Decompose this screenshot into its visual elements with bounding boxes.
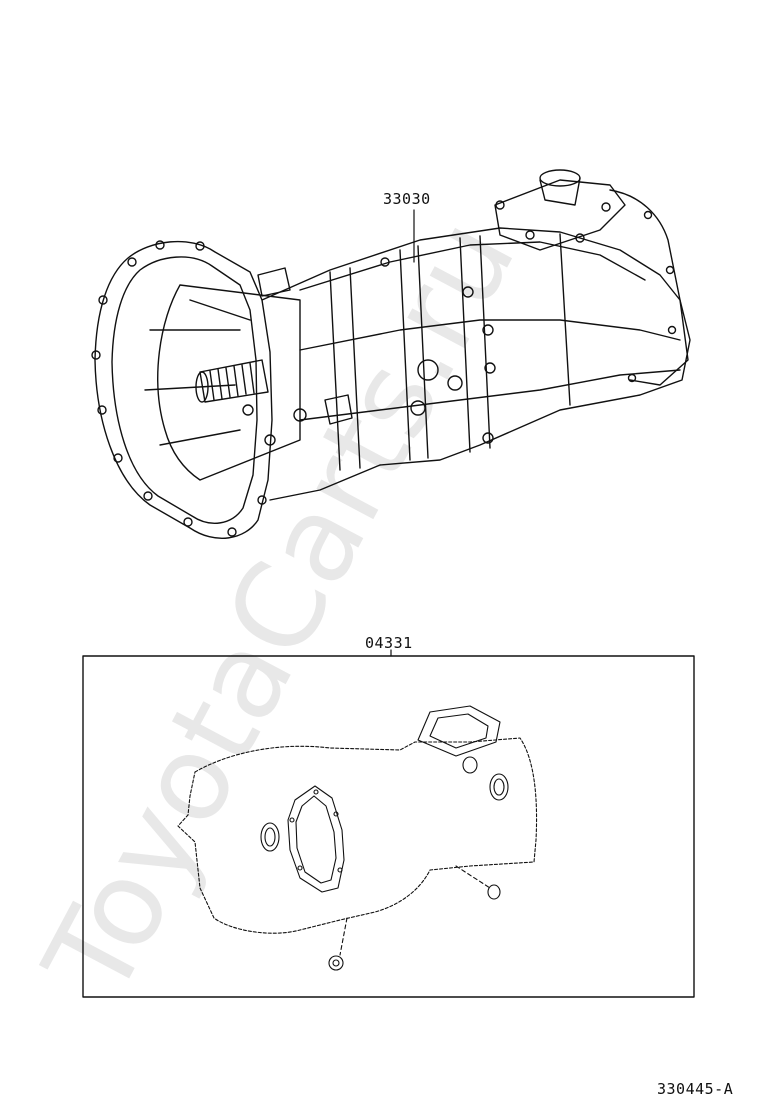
plug-gasket <box>329 956 343 970</box>
case-window <box>258 268 290 296</box>
side-boss <box>294 409 306 421</box>
input-oil-seal <box>261 823 279 851</box>
front-cover-gasket <box>288 786 344 892</box>
flange-bolt <box>99 296 107 304</box>
gasket-bolt-hole <box>314 790 318 794</box>
gasket-bolt-hole <box>290 818 294 822</box>
gasket-kit <box>178 706 537 970</box>
o-ring <box>463 757 477 773</box>
side-boss <box>265 435 275 445</box>
rear-oil-seal-inner <box>494 779 504 795</box>
bell-housing-cone <box>158 285 300 480</box>
side-boss <box>243 405 253 415</box>
flange-bolt <box>128 258 136 266</box>
shaft-end <box>196 372 208 402</box>
side-boss <box>485 363 495 373</box>
shaft-splines <box>210 363 254 400</box>
shift-tower <box>540 178 580 205</box>
flange-bolt <box>156 241 164 249</box>
side-boss <box>483 433 493 443</box>
rear-bolt <box>629 375 636 382</box>
shift-tower-base <box>495 180 625 250</box>
flange-bolt <box>228 528 236 536</box>
drain-plug <box>418 360 438 380</box>
main-case <box>262 228 690 500</box>
fill-plug <box>448 376 462 390</box>
dashed-leader <box>340 918 347 955</box>
case-section-rib <box>560 234 570 405</box>
gasket-kit-frame <box>83 656 694 997</box>
flange-bolt <box>92 351 100 359</box>
callout-33030: 33030 <box>383 190 431 208</box>
flange-bolt <box>98 406 106 414</box>
bell-housing-flange <box>95 242 272 539</box>
shift-lever-opening <box>540 170 580 186</box>
side-boss <box>463 287 473 297</box>
front-cover-gasket-inner <box>296 796 336 883</box>
case-top-edge <box>300 242 645 290</box>
transmission-assembly <box>92 170 690 538</box>
bell-housing-rim <box>112 257 257 523</box>
plug-gasket <box>488 885 500 899</box>
flange-bolt <box>144 492 152 500</box>
tower-bolt <box>576 234 584 242</box>
side-boss <box>483 325 493 335</box>
flange-bolt <box>114 454 122 462</box>
shift-tower-gasket-inner <box>430 714 488 748</box>
dashed-leader <box>456 866 490 888</box>
side-boss <box>381 258 389 266</box>
callout-04331: 04331 <box>365 634 413 652</box>
figure-code: 330445-A <box>657 1080 734 1098</box>
rear-bolt <box>669 327 676 334</box>
case-window <box>325 395 352 424</box>
flange-bolt <box>184 518 192 526</box>
case-section-rib <box>460 236 490 452</box>
rear-extension <box>610 190 688 385</box>
case-mid-line <box>300 320 680 350</box>
gasket-bolt-hole <box>334 812 338 816</box>
case-section-rib <box>330 268 360 470</box>
cone-rib <box>145 300 250 445</box>
shift-tower-gasket <box>418 706 500 756</box>
tower-bolt <box>526 231 534 239</box>
plug-gasket-inner <box>333 960 339 966</box>
gasket-bolt-hole <box>338 868 342 872</box>
rear-bolt <box>667 267 674 274</box>
input-oil-seal-inner <box>265 828 275 846</box>
input-shaft <box>200 360 268 402</box>
gasket-bolt-hole <box>298 866 302 870</box>
side-boss <box>411 401 425 415</box>
tower-bolt <box>496 201 504 209</box>
case-gasket <box>178 738 537 933</box>
tower-bolt <box>602 203 610 211</box>
flange-bolt <box>258 496 266 504</box>
flange-bolt <box>196 242 204 250</box>
case-lower-line <box>300 370 680 420</box>
rear-bolt <box>645 212 652 219</box>
rear-oil-seal <box>490 774 508 800</box>
case-section-rib <box>400 246 428 460</box>
